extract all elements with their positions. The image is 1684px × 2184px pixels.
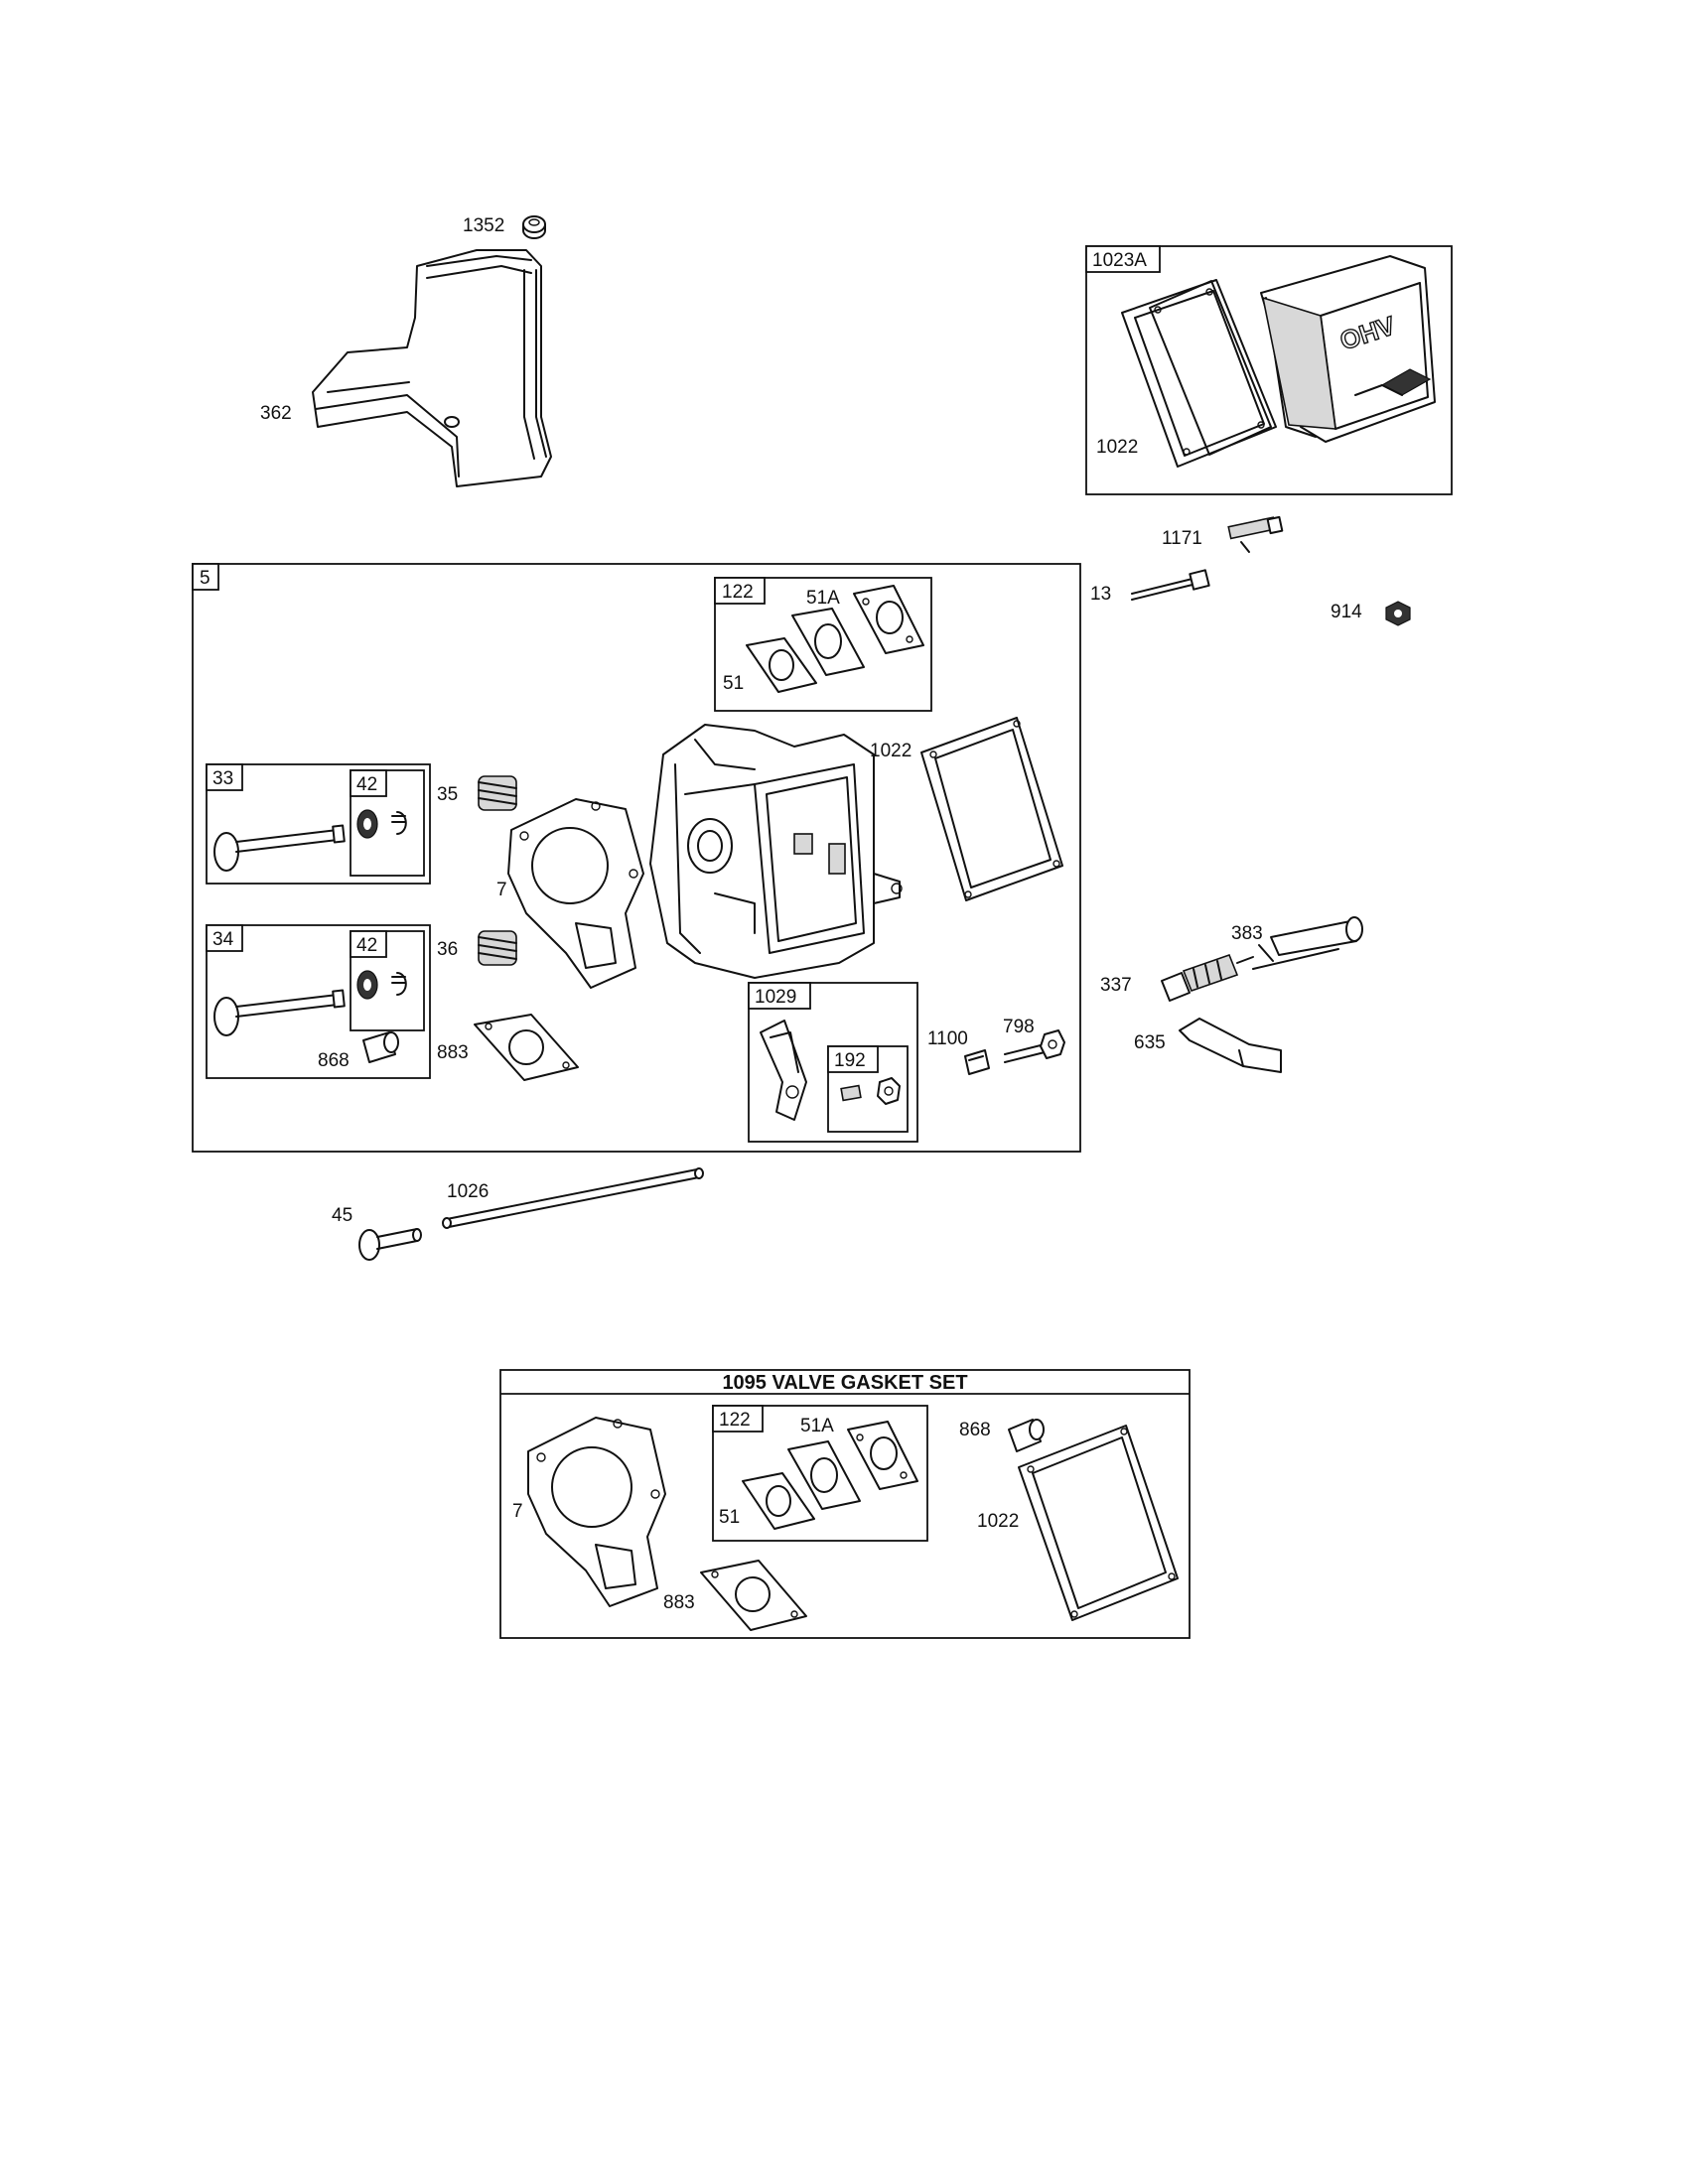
group-122b-tag	[712, 1405, 764, 1433]
part-51-gasket-b	[791, 608, 865, 676]
part-13-bolt	[1131, 569, 1210, 601]
callout-33: 33	[212, 768, 233, 789]
part-51A-gasket-b	[847, 1421, 918, 1490]
group-42b-box	[350, 930, 425, 1031]
part-1022-set-gasket	[1018, 1425, 1179, 1621]
part-1171-stud	[1227, 515, 1284, 553]
callout-868a: 868	[318, 1050, 350, 1071]
group-42a-tag	[350, 769, 387, 797]
callout-7a: 7	[496, 880, 507, 900]
callout-42b: 42	[356, 935, 377, 956]
callout-1029: 1029	[755, 987, 796, 1008]
part-798-stud	[1004, 1029, 1065, 1063]
callout-1171: 1171	[1162, 528, 1202, 549]
part-337-spark-plug	[1161, 953, 1254, 1002]
part-868-seal-b	[1008, 1419, 1045, 1452]
part-51A-gasket	[853, 585, 924, 654]
callout-5: 5	[200, 568, 210, 589]
part-1029-rocker-arm	[760, 1020, 807, 1121]
group-34-tag	[206, 924, 243, 952]
gasket-set-title: 1095 VALVE GASKET SET	[722, 1372, 967, 1394]
part-1026-push-rod	[442, 1167, 704, 1229]
callout-35: 35	[437, 784, 458, 805]
part-7-head-gasket-a	[507, 798, 644, 989]
callout-34: 34	[212, 929, 234, 950]
group-34-box	[206, 924, 431, 1079]
callout-42a: 42	[356, 774, 377, 795]
part-51-gasket-a	[746, 637, 817, 693]
part-42b-retainer	[356, 970, 407, 1000]
part-7-head-gasket-b	[527, 1417, 666, 1607]
callout-1022-set: 1022	[977, 1511, 1019, 1532]
callout-1022-head: 1022	[870, 741, 912, 761]
part-635-spark-plug-boot	[1179, 1018, 1282, 1073]
group-42a-box	[350, 769, 425, 877]
part-42a-retainer	[356, 809, 407, 839]
group-42b-tag	[350, 930, 387, 958]
callout-36: 36	[437, 939, 458, 960]
part-51-gasket-d	[787, 1440, 861, 1510]
part-valve-cover: OHV	[1260, 255, 1436, 443]
part-33-exhaust-valve	[213, 824, 346, 872]
part-383-spark-plug-tool	[1252, 916, 1363, 970]
callout-1352: 1352	[463, 215, 504, 236]
group-33-box	[206, 763, 431, 885]
callout-1026: 1026	[447, 1181, 489, 1202]
callout-868b: 868	[959, 1420, 991, 1440]
callout-7b: 7	[512, 1501, 523, 1522]
callout-1023A: 1023A	[1092, 250, 1147, 271]
callout-1100: 1100	[927, 1028, 968, 1049]
part-1022-head-gasket	[920, 717, 1063, 901]
callout-13: 13	[1090, 584, 1111, 605]
callout-798: 798	[1003, 1017, 1035, 1037]
group-122b-box	[712, 1405, 928, 1542]
callout-45: 45	[332, 1205, 352, 1226]
part-35-spring	[478, 775, 517, 811]
part-883-gasket-a	[474, 1014, 579, 1081]
part-883-gasket-b	[700, 1560, 807, 1631]
callout-883b: 883	[663, 1592, 695, 1613]
part-868-seal-a	[362, 1031, 399, 1063]
group-192-tag	[827, 1045, 879, 1073]
part-1352-plug	[522, 215, 546, 239]
callout-883a: 883	[437, 1042, 469, 1063]
callout-914: 914	[1331, 602, 1362, 622]
callout-51A-a: 51A	[806, 588, 840, 609]
part-45-tappet	[358, 1228, 422, 1261]
part-914-nut	[1385, 601, 1411, 626]
group-122a-tag	[714, 577, 766, 605]
part-cylinder-head	[649, 724, 903, 979]
part-362-air-guide	[312, 249, 552, 487]
callout-337: 337	[1100, 975, 1132, 996]
group-1029-box	[748, 982, 918, 1143]
callout-122b: 122	[719, 1410, 751, 1431]
callout-122a: 122	[722, 582, 754, 603]
part-51-gasket-c	[742, 1472, 815, 1530]
part-34-intake-valve	[213, 989, 346, 1036]
part-1100-guide-plate	[964, 1049, 990, 1075]
callout-362: 362	[260, 403, 292, 424]
callout-192: 192	[834, 1050, 866, 1071]
group-1023A-box	[1085, 245, 1453, 495]
callout-51b: 51	[719, 1507, 740, 1528]
callout-635: 635	[1134, 1032, 1166, 1053]
group-5-tag	[192, 563, 219, 591]
callout-51A-b: 51A	[800, 1416, 834, 1436]
part-192-nut-screw	[840, 1077, 901, 1105]
callout-1022-cover: 1022	[1096, 437, 1138, 458]
group-1095-box	[499, 1369, 1191, 1639]
group-5-box	[192, 563, 1081, 1153]
group-122a-box	[714, 577, 932, 712]
group-33-tag	[206, 763, 243, 791]
part-1022-cover-gasket	[1121, 279, 1277, 468]
group-1029-tag	[748, 982, 811, 1010]
callout-383: 383	[1231, 923, 1263, 944]
callout-51-a: 51	[723, 673, 744, 694]
part-36-spring	[478, 930, 517, 966]
